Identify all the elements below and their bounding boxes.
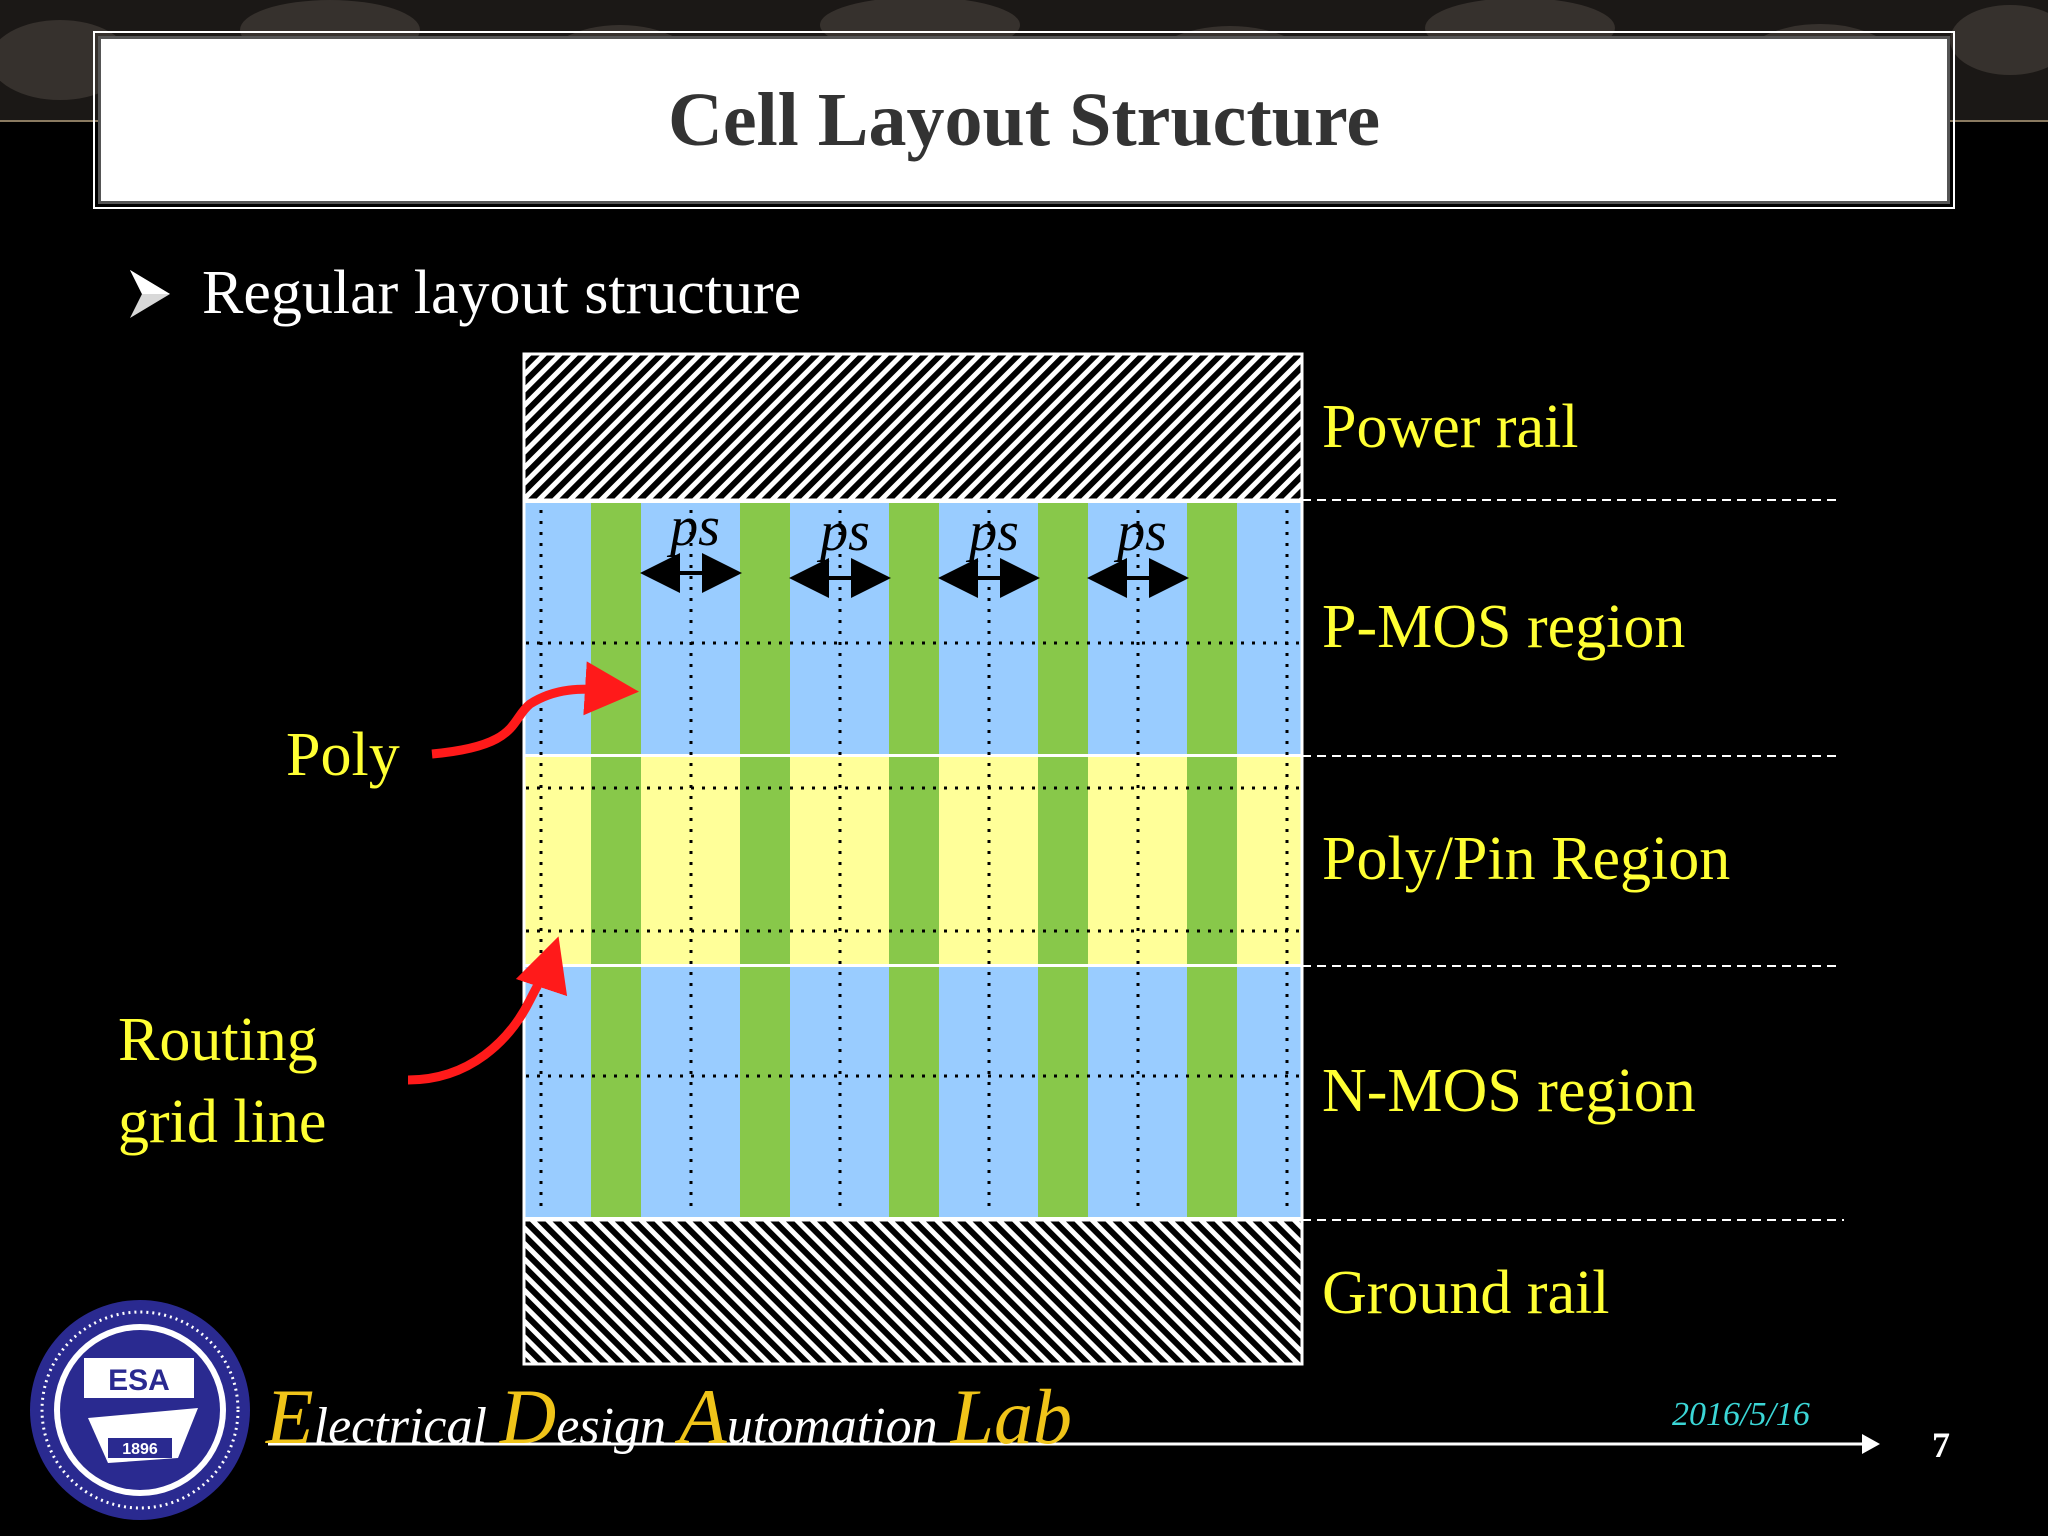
ground-rail-label: Ground rail <box>1322 1259 1610 1327</box>
pitch-label: ps <box>666 496 720 558</box>
pitch-arrows <box>640 553 1189 598</box>
routing-grid <box>526 510 1300 1214</box>
grid-pointer-arrow <box>407 936 568 1085</box>
routing-grid-annotation: Routing grid line <box>118 1000 326 1164</box>
pitch-label: ps <box>1113 501 1167 563</box>
university-seal-logo: ESA 1896 <box>30 1300 250 1520</box>
pitch-label: ps <box>816 501 870 563</box>
nmos-region-label: N-MOS region <box>1322 1057 1696 1125</box>
poly-pin-region-label: Poly/Pin Region <box>1322 825 1731 893</box>
power-rail-label: Power rail <box>1322 393 1579 461</box>
lab-name: Electrical Design Automation Lab <box>266 1373 1072 1460</box>
poly-stripe <box>591 500 641 1220</box>
poly-annotation: Poly <box>286 721 400 789</box>
logo-year: 1896 <box>122 1441 158 1458</box>
title-box: Cell Layout Structure <box>93 31 1955 209</box>
routing-annotation-line1: Routing <box>118 1006 318 1074</box>
poly-stripe <box>740 500 790 1220</box>
page-number: 7 <box>1932 1425 1950 1465</box>
bullet-item: Regular layout structure <box>128 258 801 329</box>
logo-letters: ESA <box>108 1364 170 1397</box>
slide-date: 2016/5/16 <box>1672 1396 1810 1433</box>
poly-stripe <box>1038 500 1088 1220</box>
pitch-label: ps <box>965 501 1019 563</box>
bullet-arrow-icon <box>130 269 170 318</box>
pmos-region-label: P-MOS region <box>1322 593 1686 661</box>
poly-pointer-arrow <box>431 661 639 759</box>
poly-stripe <box>1187 500 1237 1220</box>
region-separators <box>1302 499 1844 1221</box>
poly-stripes <box>591 500 1237 1220</box>
slide-title: Cell Layout Structure <box>667 77 1381 162</box>
poly-stripe <box>889 500 939 1220</box>
routing-annotation-line2: grid line <box>118 1087 327 1156</box>
bullet-text: Regular layout structure <box>202 259 802 327</box>
